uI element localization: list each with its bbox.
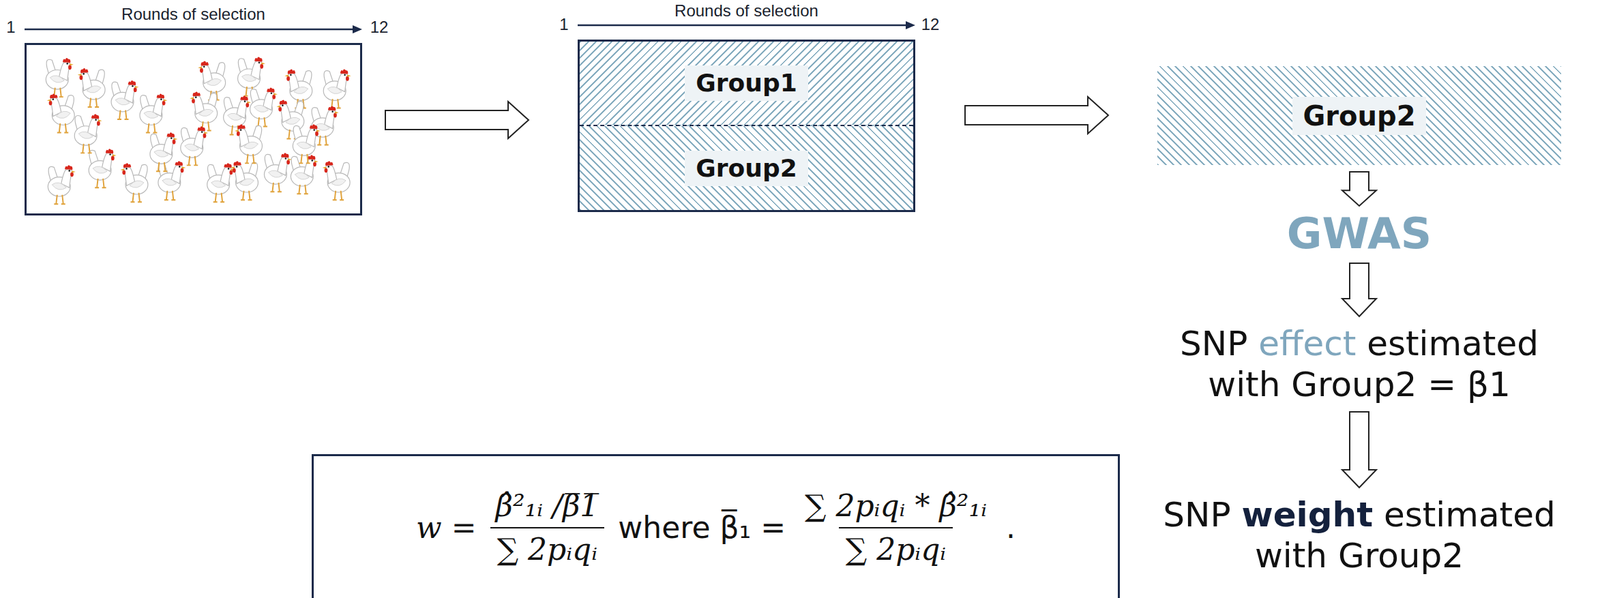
text-run: with (1207, 364, 1281, 405)
formula-term: w = (416, 509, 477, 547)
fraction: β̂²₁ᵢ /β̅1̅∑ 2pᵢqᵢ (489, 487, 607, 569)
text-run (1355, 323, 1367, 364)
text-run: effect (1258, 323, 1356, 364)
axis-heading: Rounds of selection (579, 1, 914, 21)
text-run: Group2 (1338, 536, 1464, 576)
block-arrow (965, 96, 1109, 134)
formula-term: where β̅₁ = (617, 509, 786, 547)
chicken (322, 160, 350, 200)
group-label: Group1 (684, 65, 808, 101)
chicken (230, 160, 258, 200)
chicken (207, 163, 235, 202)
text-run (1416, 364, 1428, 405)
chicken (234, 124, 262, 164)
text-run: with (1254, 536, 1328, 576)
formula-part: w = (416, 509, 477, 547)
axis-arrowhead (905, 21, 916, 30)
formula-box: w =β̂²₁ᵢ /β̅1̅∑ 2pᵢqᵢwhere β̅₁ =∑ 2pᵢqᵢ … (311, 454, 1120, 598)
block-arrow (1342, 263, 1377, 317)
axis-end-number: 1 (6, 17, 16, 37)
text-run: weight (1241, 495, 1374, 535)
chicken (150, 132, 178, 172)
text-run (1456, 364, 1468, 405)
axis-arrowhead (352, 25, 363, 34)
formula-part: . (1005, 509, 1016, 547)
axis-line (577, 24, 908, 27)
text-run (1247, 323, 1259, 364)
axis-end-number: 12 (921, 15, 940, 34)
chicken (263, 152, 292, 192)
chicken (77, 68, 106, 108)
text-run (1231, 495, 1242, 535)
group-label: Group2 (684, 150, 808, 187)
group-band: Group2 (1157, 66, 1562, 166)
chicken (292, 124, 320, 164)
axis-end-number: 1 (559, 15, 569, 34)
text-run: = (1427, 364, 1457, 405)
chicken (139, 93, 168, 133)
block-arrow (385, 101, 529, 139)
rounds-axis (24, 25, 363, 34)
text-run (1327, 536, 1339, 576)
text-run (1372, 495, 1384, 535)
chicken (111, 80, 139, 120)
formula-part: where β̅₁ = (617, 509, 786, 547)
axis-end-wrap: 12 (368, 17, 391, 37)
chicken (47, 165, 76, 204)
result-step: SNP weight estimated with Group2 (1147, 494, 1571, 577)
step-text: SNP effect estimated with Group2 = β1 (1147, 323, 1571, 406)
chicken (88, 148, 116, 188)
chicken (180, 126, 209, 166)
chicken-flock (45, 57, 351, 205)
block-arrow (1342, 171, 1377, 206)
axis-end-wrap: 1 (4, 17, 18, 37)
chicken (47, 93, 75, 133)
formula-term: . (1005, 509, 1016, 547)
text-run: estimated (1366, 323, 1539, 364)
axis-end-wrap: 1 (557, 15, 571, 35)
rounds-axis (577, 21, 916, 30)
group-band: Group1 (579, 41, 914, 127)
chicken (290, 154, 318, 194)
method-label: GWAS (1286, 211, 1433, 257)
formula-term: β̂²₁ᵢ /β̅1̅ (489, 487, 607, 528)
text-run: Group2 (1291, 364, 1417, 405)
formula-term: ∑ 2pᵢqᵢ (490, 527, 605, 569)
axis-end-wrap: 12 (919, 15, 942, 35)
chicken (120, 163, 148, 202)
axis-heading: Rounds of selection (26, 4, 361, 24)
text-run: SNP (1162, 495, 1231, 535)
chicken (45, 57, 73, 97)
formula-layout: w =β̂²₁ᵢ /β̅1̅∑ 2pᵢqᵢwhere β̅₁ =∑ 2pᵢqᵢ … (313, 487, 1118, 569)
group-label: Group2 (1292, 96, 1427, 136)
fraction: ∑ 2pᵢqᵢ * β̂²₁ᵢ∑ 2pᵢqᵢ (797, 487, 994, 569)
result-step: SNP effect estimated with Group2 = β1 (1147, 323, 1571, 406)
chicken (223, 95, 251, 135)
chicken (158, 160, 186, 200)
chicken (323, 69, 351, 109)
formula-term: ∑ 2pᵢqᵢ * β̂²₁ᵢ (797, 487, 994, 528)
selection-box: Group1Group2Rounds of selection (577, 39, 916, 213)
text-run (1280, 364, 1292, 405)
population-box: Rounds of selection (24, 42, 363, 216)
group-band: Group2 (579, 126, 914, 211)
formula-term: ∑ 2pᵢqᵢ (838, 527, 953, 569)
chicken (74, 113, 102, 153)
text-run: β1 (1467, 364, 1511, 405)
method-step: GWAS (1286, 211, 1433, 257)
step-text: SNP weight estimated with Group2 (1147, 494, 1571, 577)
text-run: estimated (1383, 495, 1556, 535)
axis-end-number: 12 (370, 17, 389, 37)
chicken (189, 91, 217, 131)
axis-line (24, 28, 354, 31)
text-run: SNP (1179, 323, 1248, 364)
chicken (250, 87, 278, 127)
block-arrow (1342, 411, 1377, 488)
